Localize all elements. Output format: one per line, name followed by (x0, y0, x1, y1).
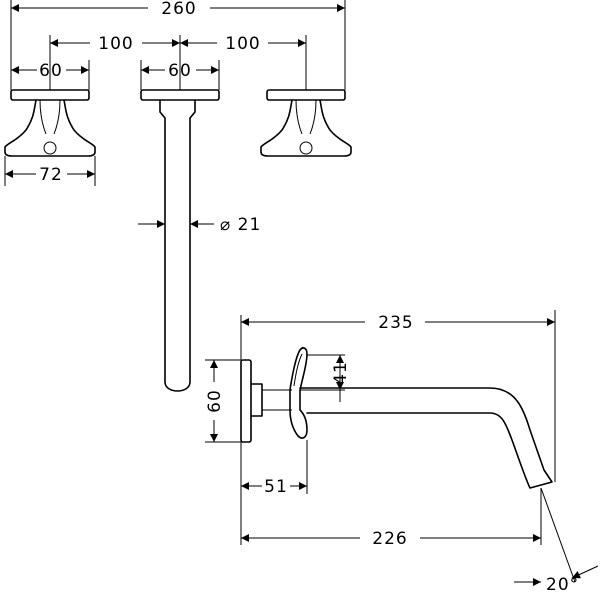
left-handle (4, 89, 96, 157)
handle-side-profile (289, 347, 308, 439)
spout-top (140, 89, 220, 392)
dim-handle-span: 72 (39, 165, 63, 185)
dim-handle-depth: 51 (264, 477, 288, 497)
dim-spout-angle: 20° (546, 575, 579, 594)
dim-handle-height: 41 (331, 361, 351, 385)
spout-arm (299, 387, 553, 489)
right-handle (260, 89, 352, 157)
dim-spout-diameter: ⌀ 21 (220, 215, 261, 235)
dim-spout-reach: 226 (372, 529, 407, 549)
dim-spacing-right: 100 (225, 34, 260, 54)
extension-lines (4, 0, 346, 186)
dim-rosette-height: 60 (205, 389, 225, 413)
side-view: 235 41 60 51 226 20° (205, 310, 599, 594)
rosette-plate (240, 359, 252, 443)
dim-overall-width: 260 (161, 0, 196, 19)
dim-spacing-left: 100 (98, 34, 133, 54)
dim-handle-plate-width: 60 (39, 61, 63, 81)
top-view: 260 100 100 60 60 72 ⌀ 21 (4, 0, 352, 392)
dim-spout-length: 235 (378, 313, 413, 333)
dim-spout-plate-width: 60 (168, 61, 192, 81)
